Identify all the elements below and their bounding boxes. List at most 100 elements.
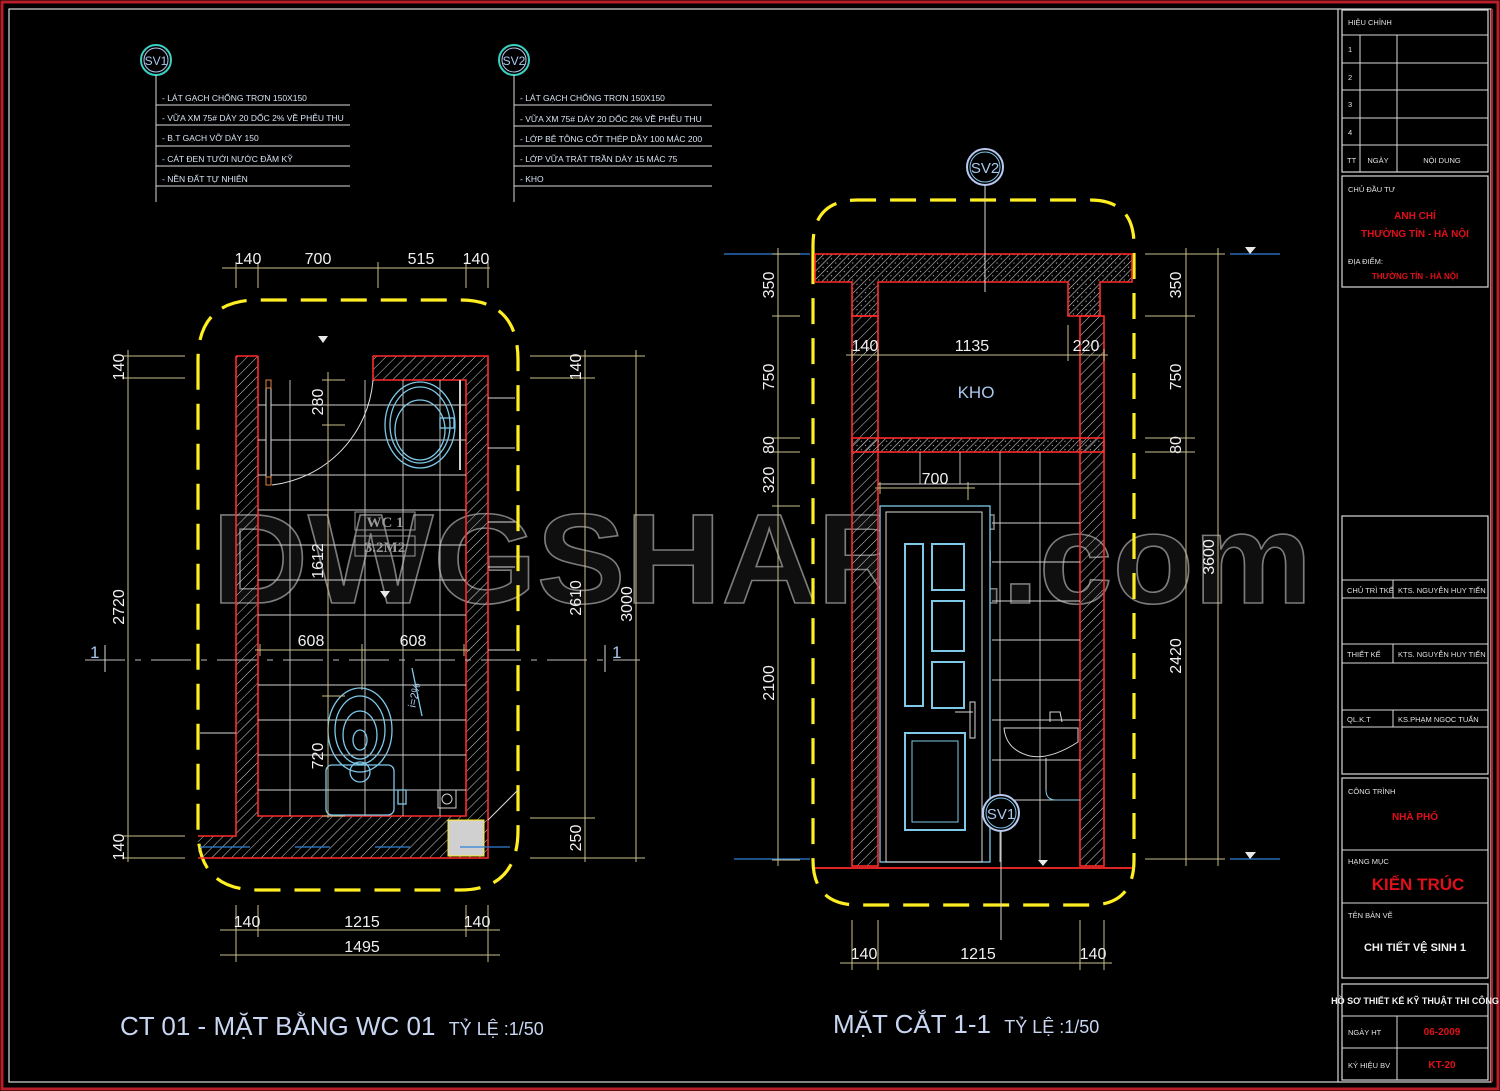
section-dim-right: 350 xyxy=(1168,272,1185,299)
section-dim-left: 80 xyxy=(761,436,778,454)
date-value: 06-2009 xyxy=(1424,1027,1461,1038)
plan-slope-label: i=2% xyxy=(407,682,424,709)
section-dim-left: 320 xyxy=(761,467,778,494)
project-label: CÔNG TRÌNH xyxy=(1348,787,1395,796)
category-label: HẠNG MỤC xyxy=(1348,857,1389,866)
section-dim-left: 2100 xyxy=(761,665,778,701)
section-dim-door: 700 xyxy=(922,471,949,488)
note-sv1: SV1 - LÁT GẠCH CHỐNG TRƠN 150X150 - VỮA … xyxy=(140,44,350,202)
note-sv2-line: - LÁT GẠCH CHỐNG TRƠN 150X150 xyxy=(520,92,665,103)
plan-dim-right-140: 140 xyxy=(568,354,585,381)
section-marker-right: 1 xyxy=(612,643,621,662)
location-label: ĐỊA ĐIỂM: xyxy=(1348,257,1383,266)
title-block: HIỆU CHỈNH 1 2 3 4 TT NGÀY NỘI DUNG CHỦ … xyxy=(1331,9,1499,1081)
note-sv2-line: - VỮA XM 75# DÀY 20 DỐC 2% VỀ PHỄU THU xyxy=(520,113,702,124)
section-tag-top: SV2 xyxy=(971,160,999,177)
drawing-name-value: CHI TIẾT VỆ SINH 1 xyxy=(1364,941,1466,954)
section-dim-inner: 1135 xyxy=(955,338,990,355)
plan-dim-left-bottom: 140 xyxy=(111,834,128,861)
note-sv1-line: - LÁT GẠCH CHỐNG TRƠN 150X150 xyxy=(162,92,307,103)
note-sv2: SV2 - LÁT GẠCH CHỐNG TRƠN 150X150 - VỮA … xyxy=(498,44,712,202)
section-storage-label: KHO xyxy=(958,383,995,402)
note-sv1-tag: SV1 xyxy=(145,54,168,68)
plan-scale: TỶ LỆ :1/50 xyxy=(449,1018,544,1039)
section-dim-right: 2420 xyxy=(1168,638,1185,674)
section-marker-left: 1 xyxy=(90,643,99,662)
plan-dim-top: 140 xyxy=(463,251,490,268)
note-sv2-line: - KHO xyxy=(520,174,544,184)
section-dim-inner: 220 xyxy=(1073,338,1100,355)
plan-dim-1612: 1612 xyxy=(310,543,327,579)
plan-title: CT 01 - MẶT BẰNG WC 01 xyxy=(120,1011,435,1041)
plan-room-name: WC 1 xyxy=(366,515,403,531)
plan-dim-right-2610: 2610 xyxy=(568,580,585,616)
code-value: KT-20 xyxy=(1428,1060,1456,1071)
note-sv1-line: - B.T GẠCH VỠ DÀY 150 xyxy=(162,133,259,143)
section-dim-right: 750 xyxy=(1168,364,1185,391)
owner-label: CHỦ ĐẦU TƯ xyxy=(1348,184,1396,194)
section-dim-bottom: 140 xyxy=(1080,946,1107,963)
note-sv2-line: - LỚP BÊ TÔNG CỐT THÉP DẦY 100 MÁC 200 xyxy=(520,133,702,144)
door-elevation-icon xyxy=(879,505,991,863)
plan-dim-right-3000: 3000 xyxy=(619,586,636,622)
staff-role: QL.K.T xyxy=(1347,715,1371,724)
svg-text:MẶT CẮT 1-1 TỶ LỆ :1/50: MẶT CẮT 1-1 TỶ LỆ :1/50 xyxy=(833,1009,1099,1039)
plan-dim-left-total: 2720 xyxy=(111,589,128,625)
note-sv1-line: - CÁT ĐEN TƯỚI NƯỚC ĐẦM KỸ xyxy=(162,154,293,164)
section-dim-inner: 140 xyxy=(852,338,879,355)
revision-row: 2 xyxy=(1348,73,1352,82)
staff-role: CHỦ TRÌ TKẾ xyxy=(1347,585,1394,595)
svg-text:CT 01 - MẶT BẰNG WC 01 T: CT 01 - MẶT BẰNG WC 01 TỶ LỆ :1/50 xyxy=(120,1011,544,1041)
section-view: KHO SV2 SV1 350 750 80 320 2100 350 750 xyxy=(724,148,1280,1039)
plan-dim-top: 515 xyxy=(408,251,435,268)
revision-col-date: NGÀY xyxy=(1367,156,1388,165)
watermark: DWGSHARE.com xyxy=(212,488,1312,631)
plan-dim-280: 280 xyxy=(310,389,327,416)
section-dim-right-total: 3600 xyxy=(1201,539,1218,575)
washbasin-elevation-icon xyxy=(1003,711,1080,801)
plan-dim-bottom: 1215 xyxy=(344,914,380,931)
plan-dim-bottom: 140 xyxy=(464,914,491,931)
staff-name: KTS. NGUYỄN HUY TIẾN xyxy=(1398,649,1486,659)
revision-row: 1 xyxy=(1348,45,1352,54)
section-tag-bottom: SV1 xyxy=(987,806,1015,823)
plan-dim-720: 720 xyxy=(310,743,327,770)
owner-line2: THƯỜNG TÍN - HÀ NỘI xyxy=(1361,227,1469,240)
plan-dim-top: 700 xyxy=(305,251,332,268)
revision-header: HIỆU CHỈNH xyxy=(1348,18,1392,27)
plan-view: WC 1 3.2M2 i=2% 1 1 140 700 515 140 140 … xyxy=(85,251,645,1041)
owner-line1: ANH CHÍ xyxy=(1394,209,1436,222)
plan-dim-bottom: 140 xyxy=(234,914,261,931)
plan-dim-right-250: 250 xyxy=(568,825,585,852)
staff-name: KS.PHẠM NGỌC TUẤN xyxy=(1398,714,1479,724)
staff-role: THIẾT KẾ xyxy=(1347,649,1381,659)
code-label: KÝ HIỆU BV xyxy=(1348,1061,1390,1070)
plan-room-area: 3.2M2 xyxy=(365,540,405,556)
dossier-title: HỒ SƠ THIẾT KẾ KỸ THUẬT THI CÔNG xyxy=(1331,995,1499,1006)
section-dim-right: 80 xyxy=(1168,436,1185,454)
revision-row: 4 xyxy=(1348,128,1352,137)
revision-row: 3 xyxy=(1348,100,1352,109)
staff-name: KTS. NGUYỄN HUY TIẾN xyxy=(1398,585,1486,595)
plan-dim-top: 140 xyxy=(235,251,262,268)
plan-dim-left-top: 140 xyxy=(111,354,128,381)
plan-dim-mid-right: 608 xyxy=(400,633,427,650)
note-sv2-line: - LỚP VỮA TRÁT TRẦN DÀY 15 MÁC 75 xyxy=(520,154,678,164)
date-label: NGÀY HT xyxy=(1348,1028,1382,1037)
section-dim-bottom: 140 xyxy=(851,946,878,963)
plan-dim-mid-left: 608 xyxy=(298,633,325,650)
revision-col-content: NỘI DUNG xyxy=(1423,156,1461,165)
revision-col-tt: TT xyxy=(1347,156,1357,165)
plan-dim-bottom-total: 1495 xyxy=(344,939,380,956)
section-dim-left: 750 xyxy=(761,364,778,391)
category-value: KIẾN TRÚC xyxy=(1372,875,1465,894)
note-sv1-line: - VỮA XM 75# DÀY 20 DỐC 2% VỀ PHỄU THU xyxy=(162,112,344,123)
section-title: MẶT CẮT 1-1 xyxy=(833,1009,991,1039)
washbasin-plan-icon xyxy=(384,380,461,470)
location-value: THƯỜNG TÍN - HÀ NỘI xyxy=(1372,272,1458,281)
note-sv2-tag: SV2 xyxy=(503,54,526,68)
drawing-name-label: TÊN BẢN VẼ xyxy=(1348,911,1393,920)
toilet-plan-icon xyxy=(325,687,407,816)
